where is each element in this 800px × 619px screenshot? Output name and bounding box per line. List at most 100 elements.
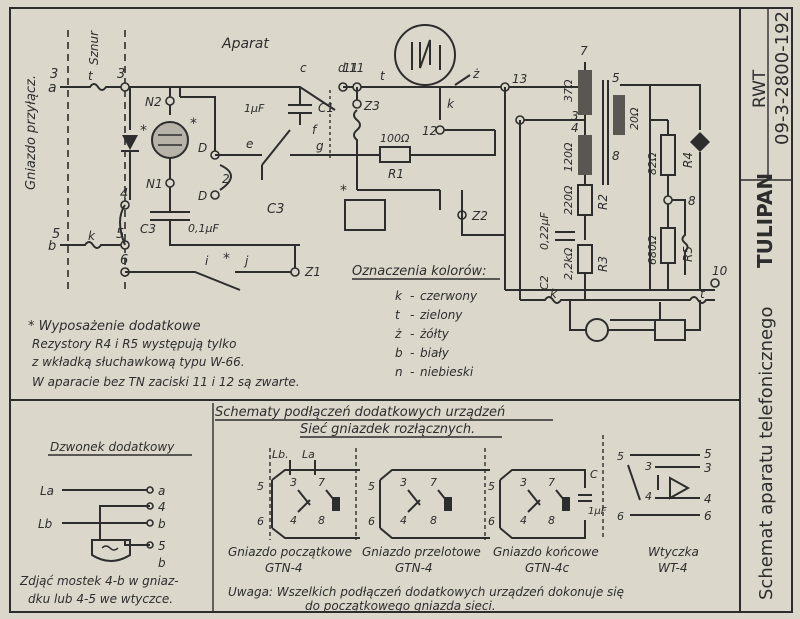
c2-value: 0,22μF [538, 212, 551, 250]
node-n2 [165, 96, 175, 106]
switch-e-label: e [246, 137, 253, 151]
note-line-2: z wkładką słuchawkową typu W-66. [31, 355, 245, 369]
bell-a-label: a [158, 484, 165, 498]
plug-3-right: 3 [704, 461, 712, 475]
sock3-c-label: C [590, 468, 598, 481]
plug-5-left: 5 [617, 450, 624, 463]
sock1-3: 3 [290, 476, 297, 489]
sock3-frame [499, 469, 586, 539]
c3b-label: C3 [140, 222, 156, 236]
sock1-5: 5 [257, 480, 264, 493]
c1-label: C1 [318, 101, 334, 115]
bottom-heading: Schematy podłączeń dodatkowych urządzeń [215, 405, 505, 420]
sock2-contacts [407, 489, 451, 513]
switch-g-label: g [316, 139, 324, 153]
socket-in-wires [289, 460, 316, 475]
bell-5-label: 5 [158, 539, 166, 553]
socket-lb-label: Lb. [272, 448, 289, 461]
sock3-8: 8 [548, 514, 555, 527]
r-120-label: 120Ω [562, 142, 575, 172]
node-11a-label: 11 [343, 61, 358, 75]
socket-end-name: Gniazdo końcowe [493, 545, 599, 559]
plug-wt4: 5 6 3 4 5 3 4 6 [617, 447, 712, 523]
c3-label: C3 [267, 202, 284, 217]
sock1-7: 7 [318, 476, 325, 489]
ringer-wire [180, 96, 216, 155]
handset-link [610, 302, 661, 321]
r4-resistor [660, 134, 676, 176]
plug-contacts [627, 464, 659, 501]
cord-terminal-3-right: 3 [117, 67, 125, 82]
r3-label: R3 [596, 256, 610, 272]
dial-k-label: k [447, 97, 455, 111]
z2-star: * [340, 183, 347, 199]
node-7-label: 7 [580, 44, 588, 58]
plug-wires [630, 454, 700, 516]
sock3-4: 4 [520, 514, 527, 527]
transformer-coil-37 [578, 70, 592, 115]
diode-symbol [122, 135, 138, 150]
sock3-c-value: 1μF [588, 506, 607, 517]
z2-switch-box [344, 199, 386, 231]
drawing-code-number: 09-3-2800-192 [772, 11, 793, 145]
legend-dash: - [410, 327, 414, 341]
node-8b-label: 8 [688, 194, 696, 208]
socket-through: 5 6 3 7 4 8 [368, 469, 490, 539]
apparatus-label: Aparat [221, 36, 269, 52]
bell-b-label: b [158, 517, 166, 531]
wire-color-z1: ż [472, 67, 480, 81]
sheet-title: Schemat aparatu telefonicznego [756, 307, 777, 600]
node-10-label: 10 [712, 264, 728, 278]
varistor-wire-top [650, 84, 701, 130]
bottom-subheading: Sieć gniazdek rozłącznych. [300, 422, 475, 437]
node-n1-label: N1 [146, 177, 163, 191]
node-n2-label: N2 [145, 95, 162, 109]
bell-la-label: La [40, 484, 54, 498]
socket-initial-type: GTN-4 [265, 561, 303, 575]
r5-label: R5 [681, 246, 695, 262]
bridge-4-5 [119, 204, 126, 246]
legend-dash: - [410, 308, 414, 322]
plug-6-right: 6 [704, 509, 712, 523]
line-socket-label: Gniazdo przyłącz. [24, 75, 39, 190]
terminal-6-label: 6 [120, 253, 128, 268]
sock1-4: 4 [290, 514, 297, 527]
socket-la-label: La [302, 448, 315, 461]
r-20-label: 20Ω [628, 107, 641, 130]
transformer-top-wire [520, 86, 586, 90]
plug-4-left: 4 [645, 490, 652, 503]
sock3-5: 5 [488, 480, 495, 493]
r-2k2-label: 2,2kΩ [562, 247, 575, 280]
plug-type: WT-4 [658, 561, 687, 575]
plug-6-left: 6 [617, 510, 624, 523]
handset-wires [569, 300, 701, 331]
legend-name: biały [420, 346, 450, 360]
r-82-label: 82Ω [646, 152, 659, 175]
node-n1 [165, 178, 175, 188]
cord-terminal-5-right: 5 [116, 227, 124, 242]
r-220-label: 220Ω [562, 185, 575, 215]
socket-through-name: Gniazdo przelotowe [362, 545, 481, 559]
legend-code: k [395, 289, 403, 303]
c1-value: 1μF [244, 102, 265, 115]
transformer-coil-20 [613, 95, 625, 135]
line-a-wire [60, 83, 181, 97]
sock2-8: 8 [430, 514, 437, 527]
r-37-label: 37Ω [562, 79, 575, 102]
terminal-3 [120, 82, 130, 92]
sock1-frame [271, 469, 360, 539]
node-z3-label: Z3 [363, 99, 380, 113]
switch-j-label: j [243, 254, 249, 268]
switch-d-label: d [338, 61, 346, 75]
extra-bell-note-2: dku lub 4-5 we wtyczce. [28, 592, 173, 606]
legend-code: ż [394, 327, 402, 341]
node-8b [663, 195, 673, 205]
sock3-7: 7 [548, 476, 555, 489]
node-4-label: 4 [571, 121, 579, 135]
cord-terminal-3-left: 3 [50, 67, 58, 82]
terminal-a-label: a [48, 80, 57, 96]
socket-end: 5 6 3 7 4 8 C 1μF [488, 468, 607, 539]
node-10 [710, 278, 720, 288]
node-z3 [352, 99, 362, 109]
